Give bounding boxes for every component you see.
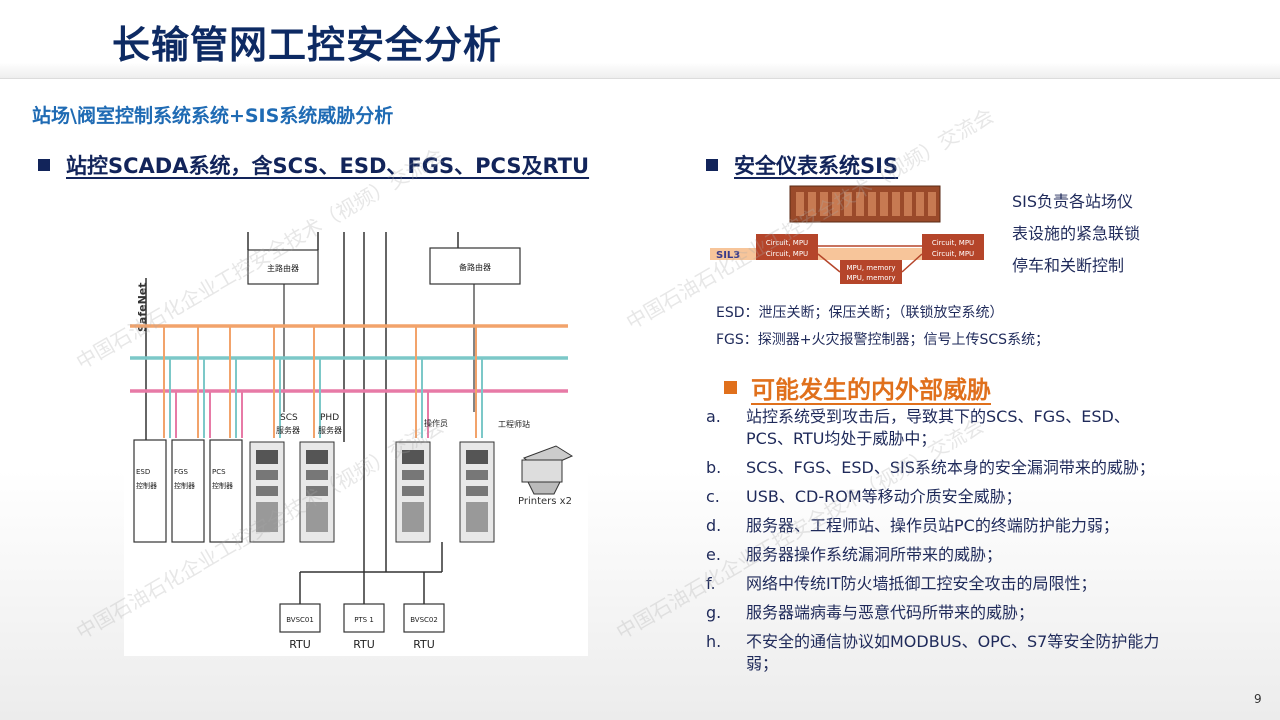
list-text: 网络中传统IT防火墙抵御工控安全攻击的局限性； [746, 574, 1097, 593]
threat-list: a. 站控系统受到攻击后，导致其下的SCS、FGS、ESD、PCS、RTU均处于威… [706, 406, 1176, 682]
esd-controller: ESD 控制器 [133, 439, 167, 543]
list-text: 服务器操作系统漏洞所带来的威胁； [746, 545, 1003, 564]
fgs-controller: FGS 控制器 [171, 439, 205, 543]
square-bullet-icon [724, 381, 737, 394]
svg-text:控制器: 控制器 [136, 481, 157, 490]
list-item: g. 服务器端病毒与恶意代码所带来的威胁； [706, 602, 1176, 624]
sis-heading: 安全仪表系统SIS [706, 150, 898, 180]
phd-server-icon [299, 441, 335, 543]
engineer-station-icon [459, 441, 495, 543]
svg-text:ESD: ESD [136, 468, 150, 476]
printers-label: Printers x2 [518, 496, 572, 507]
page-number: 9 [1254, 692, 1262, 706]
sis-description: SIS负责各站场仪 表设施的紧急联锁 停车和关断控制 [1012, 186, 1192, 282]
list-item: d. 服务器、工程师站、操作员站PC的终端防护能力弱； [706, 515, 1176, 537]
svg-text:控制器: 控制器 [174, 481, 195, 490]
list-item: h. 不安全的通信协议如MODBUS、OPC、S7等安全防护能力弱； [706, 631, 1176, 675]
svg-text:RTU: RTU [413, 638, 435, 651]
scs-server-sub: 服务器 [276, 425, 300, 435]
printer-icon [521, 445, 574, 495]
scada-heading: 站控SCADA系统，含SCS、ESD、FGS、PCS及RTU [38, 150, 589, 180]
list-marker: d. [706, 516, 722, 535]
cpu-block-1: Circuit, MPU [766, 239, 808, 247]
sil3-label: SIL3 [716, 250, 740, 261]
phd-server-sub: 服务器 [318, 425, 342, 435]
svg-text:PTS 1: PTS 1 [354, 616, 374, 624]
slide-header: 长输管网工控安全分析 [0, 0, 1280, 79]
svg-text:RTU: RTU [353, 638, 375, 651]
sis-architecture-image: SIL3 Circuit, MPU Circuit, MPU Circuit, … [700, 184, 990, 294]
main-router-label: 主路由器 [267, 263, 299, 273]
list-text: USB、CD-ROM等移动介质安全威胁； [746, 487, 1022, 506]
operator-station-icon [395, 441, 431, 543]
list-text: 服务器端病毒与恶意代码所带来的威胁； [746, 603, 1035, 622]
list-marker: b. [706, 458, 722, 477]
svg-text:BVSC02: BVSC02 [410, 616, 438, 624]
section-subtitle: 站场\阀室控制系统系统+SIS系统威胁分析 [32, 105, 394, 127]
svg-text:PCS: PCS [212, 468, 226, 476]
mem-block-1: MPU, memory [846, 264, 895, 272]
safenet-label: SafeNet [136, 282, 149, 332]
threat-heading-text: 可能发生的内外部威胁 [751, 376, 991, 404]
svg-text:控制器: 控制器 [212, 481, 233, 490]
sis-desc-line: 停车和关断控制 [1012, 256, 1125, 275]
engineer-label: 工程师站 [498, 419, 530, 429]
svg-text:FGS: FGS [174, 468, 188, 476]
list-item: f. 网络中传统IT防火墙抵御工控安全攻击的局限性； [706, 573, 1176, 595]
cpu-block-1b: Circuit, MPU [766, 250, 808, 258]
threat-heading: 可能发生的内外部威胁 [724, 370, 991, 405]
sis-desc-line: 表设施的紧急联锁 [1012, 224, 1141, 243]
list-marker: h. [706, 632, 722, 651]
list-text: SCS、FGS、ESD、SIS系统本身的安全漏洞带来的威胁； [746, 458, 1155, 477]
esd-note: ESD：泄压关断；保压关断；（联锁放空系统） [716, 305, 1004, 321]
operator-label: 操作员 [424, 418, 448, 428]
scada-heading-text: 站控SCADA系统，含SCS、ESD、FGS、PCS及RTU [66, 154, 590, 178]
list-text: 不安全的通信协议如MODBUS、OPC、S7等安全防护能力弱； [746, 632, 1160, 673]
page-title: 长输管网工控安全分析 [112, 23, 503, 67]
rtu-pts1: PTS 1 RTU [343, 603, 385, 651]
cpu-block-2b: Circuit, MPU [932, 250, 974, 258]
list-item: a. 站控系统受到攻击后，导致其下的SCS、FGS、ESD、PCS、RTU均处于威… [706, 406, 1176, 450]
rtu-bvsc02: BVSC02 RTU [403, 603, 445, 651]
cpu-block-2: Circuit, MPU [932, 239, 974, 247]
phd-server-label: PHD [320, 413, 339, 423]
list-marker: g. [706, 603, 722, 622]
pcs-controller: PCS 控制器 [209, 439, 243, 543]
list-marker: e. [706, 545, 721, 564]
square-bullet-icon [706, 159, 718, 171]
list-text: 站控系统受到攻击后，导致其下的SCS、FGS、ESD、PCS、RTU均处于威胁中… [746, 407, 1130, 448]
scs-server-icon [249, 441, 285, 543]
list-item: c. USB、CD-ROM等移动介质安全威胁； [706, 486, 1176, 508]
backup-router-label: 备路由器 [459, 262, 491, 272]
sis-desc-line: SIS负责各站场仪 [1012, 192, 1134, 211]
scs-server-label: SCS [280, 413, 298, 423]
mem-block-2: MPU, memory [846, 274, 895, 282]
list-item: b. SCS、FGS、ESD、SIS系统本身的安全漏洞带来的威胁； [706, 457, 1176, 479]
list-marker: a. [706, 407, 721, 426]
fgs-note: FGS：探测器+火灾报警控制器；信号上传SCS系统； [716, 332, 1050, 348]
backup-router-box [429, 247, 521, 285]
main-router-box [247, 249, 319, 285]
list-text: 服务器、工程师站、操作员站PC的终端防护能力弱； [746, 516, 1119, 535]
list-marker: f. [706, 574, 716, 593]
square-bullet-icon [38, 159, 50, 171]
rtu-bvsc01: BVSC01 RTU [279, 603, 321, 651]
scada-network-diagram: 主路由器 备路由器 SafeNet [124, 232, 588, 656]
svg-text:BVSC01: BVSC01 [286, 616, 314, 624]
list-marker: c. [706, 487, 720, 506]
list-item: e. 服务器操作系统漏洞所带来的威胁； [706, 544, 1176, 566]
sis-heading-text: 安全仪表系统SIS [734, 154, 899, 178]
svg-text:RTU: RTU [289, 638, 311, 651]
